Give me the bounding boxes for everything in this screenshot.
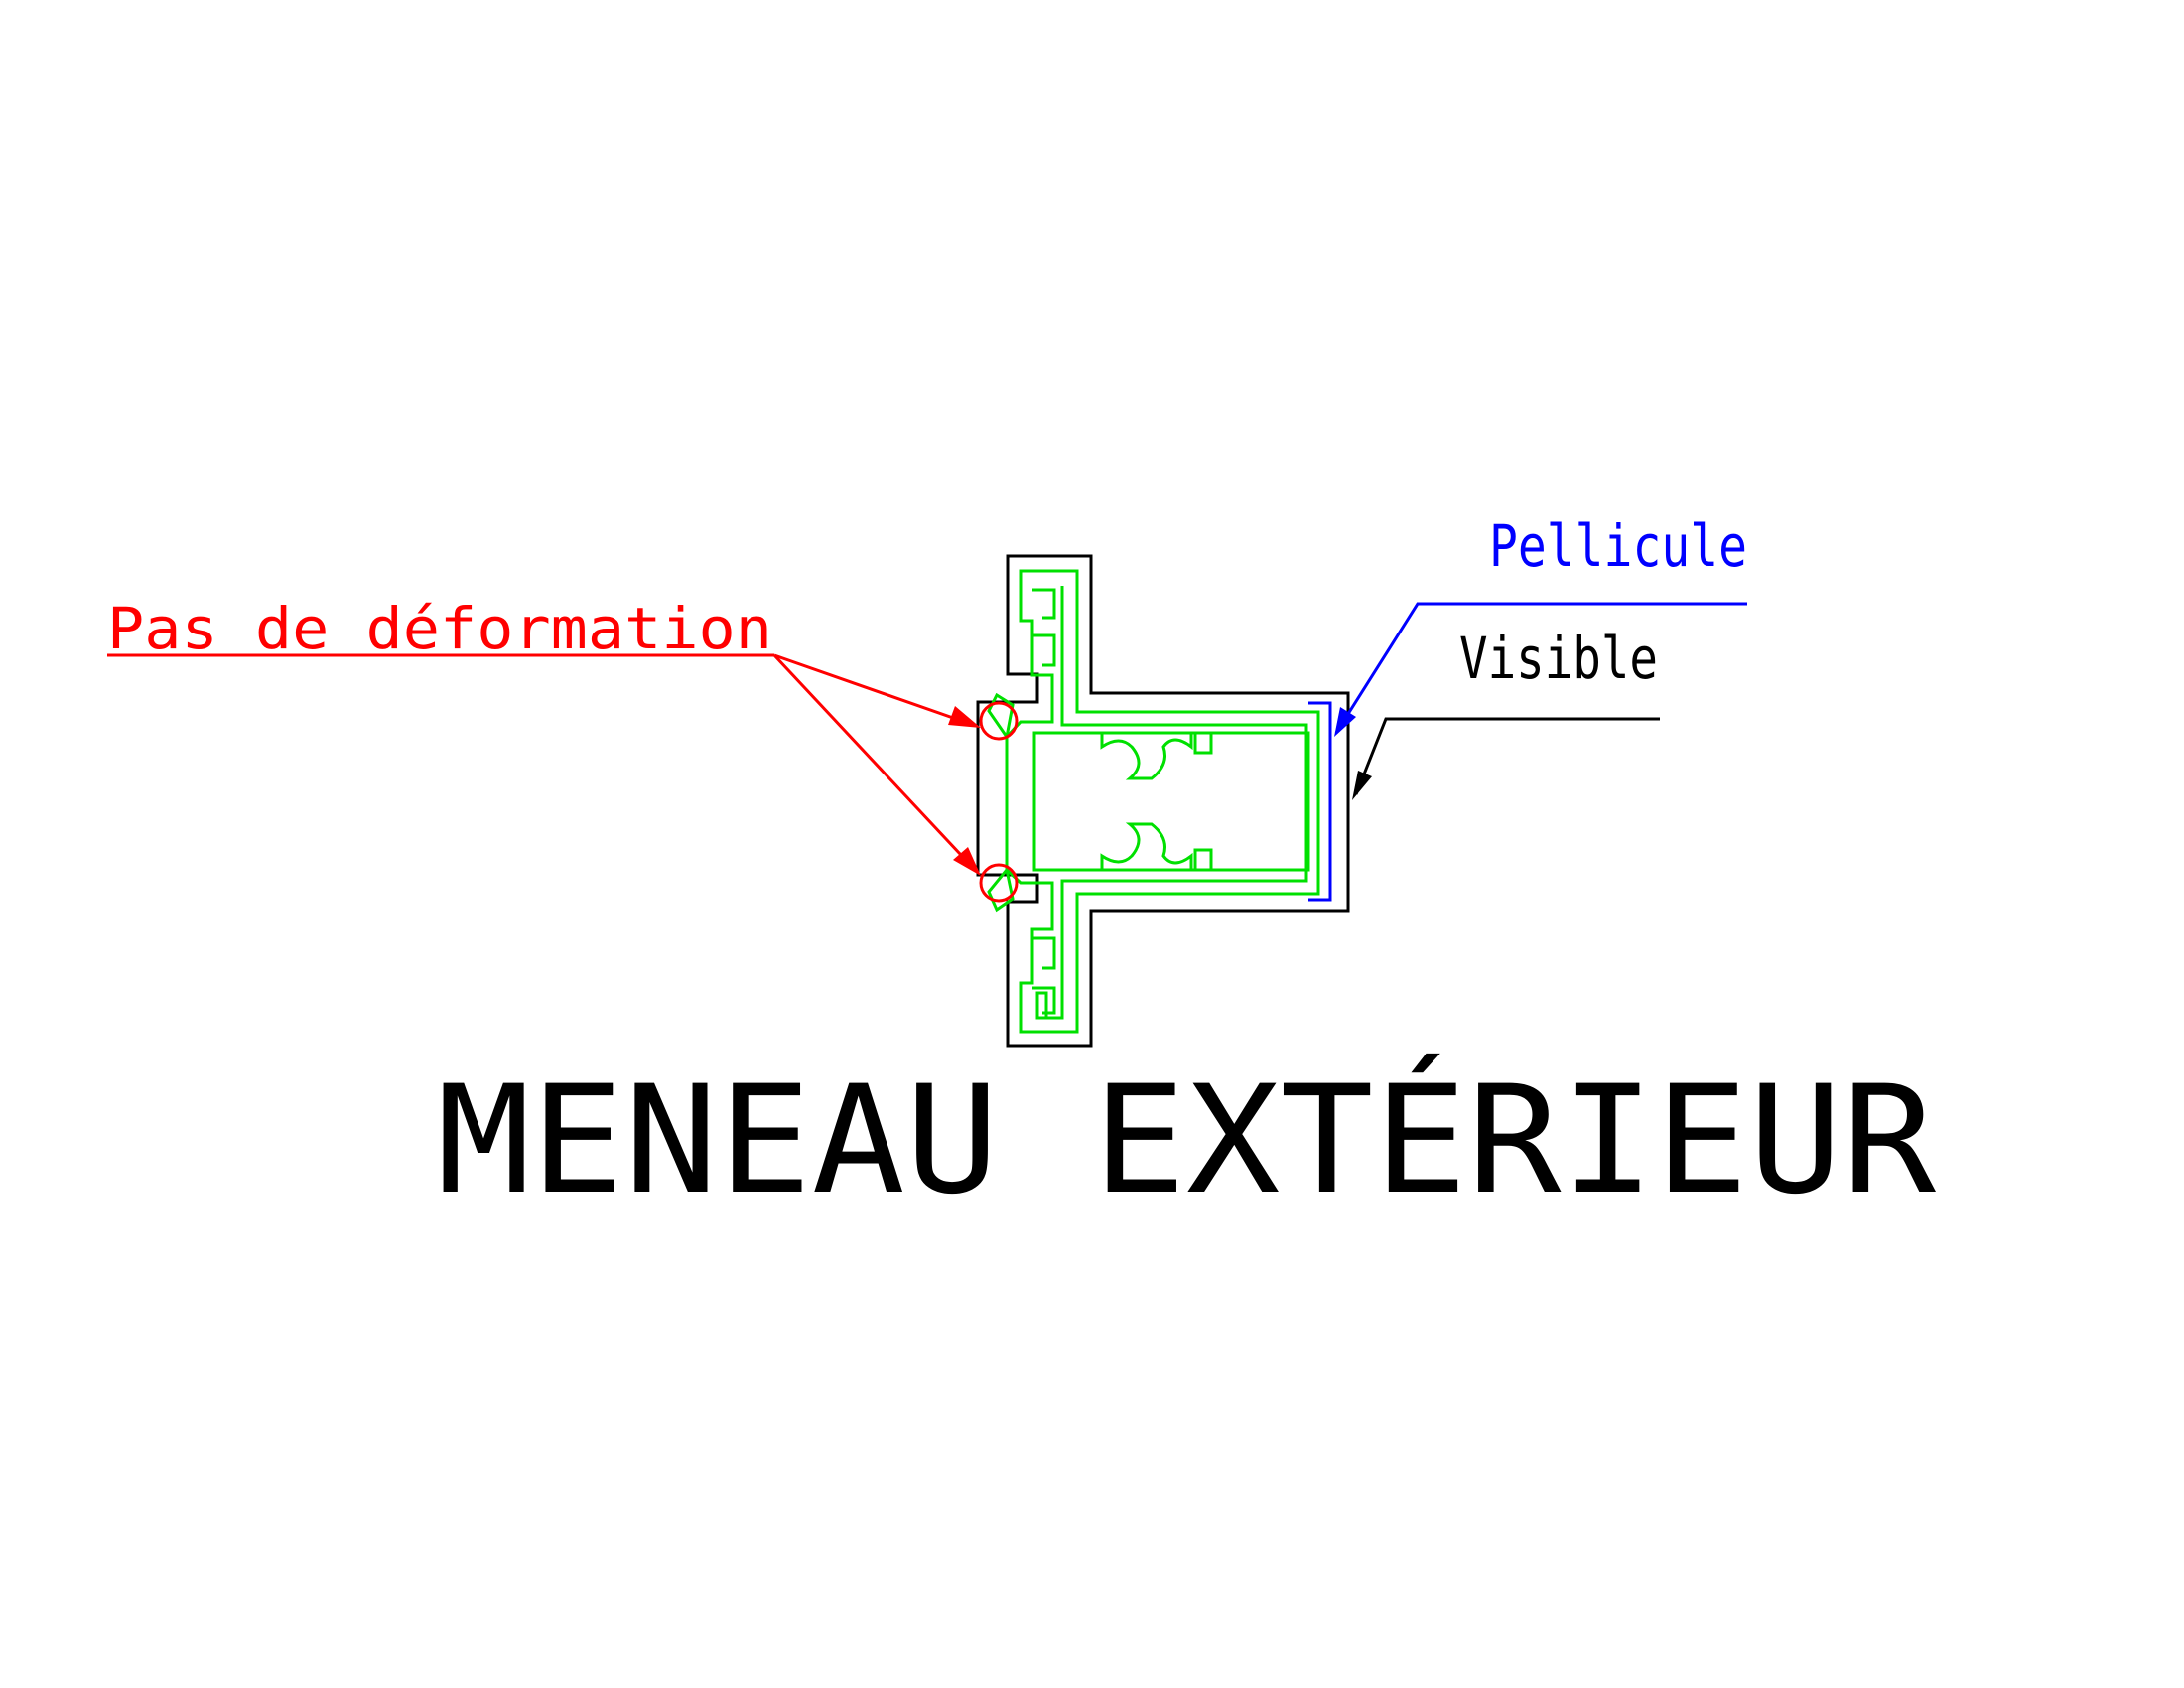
deformation-circle-lower: [979, 863, 1019, 903]
label-no-deformation: Pas de déformation: [107, 595, 772, 662]
leader-black: [1354, 717, 1660, 795]
leader-red-upper: [773, 653, 974, 727]
arrowhead-red-upper: [948, 706, 981, 728]
top-hook-2: [1032, 633, 1056, 667]
top-hook-1: [1032, 588, 1056, 620]
screw-channel-lower: [1100, 822, 1193, 870]
film-bracket: [1308, 701, 1332, 902]
leader-blue: [1334, 602, 1747, 734]
chamber-notch-lower: [1193, 848, 1213, 870]
profile-outer-contour: [1005, 569, 1320, 1034]
label-visible: Visible: [1459, 625, 1658, 692]
profile-inner-contour: [1035, 586, 1308, 1020]
bottom-hook-1: [1032, 936, 1056, 970]
nose-upper: [987, 692, 1015, 741]
deformation-circle-upper: [979, 701, 1019, 741]
arrowhead-blue: [1334, 707, 1356, 737]
leader-red-lower: [772, 653, 977, 872]
bottom-hook-2: [1032, 986, 1056, 1015]
arrowhead-black: [1352, 771, 1372, 800]
nose-lower: [987, 866, 1015, 913]
aluminium-profile: [987, 569, 1320, 1034]
arrowhead-red-lower: [953, 847, 981, 876]
screw-channel-upper: [1100, 733, 1193, 780]
chamber-notch-upper: [1193, 733, 1213, 755]
label-film: Pellicule: [1489, 512, 1747, 580]
profile-chamber: [1032, 731, 1310, 872]
drawing-title: MENEAU EXTÉRIEUR: [437, 1054, 1937, 1227]
